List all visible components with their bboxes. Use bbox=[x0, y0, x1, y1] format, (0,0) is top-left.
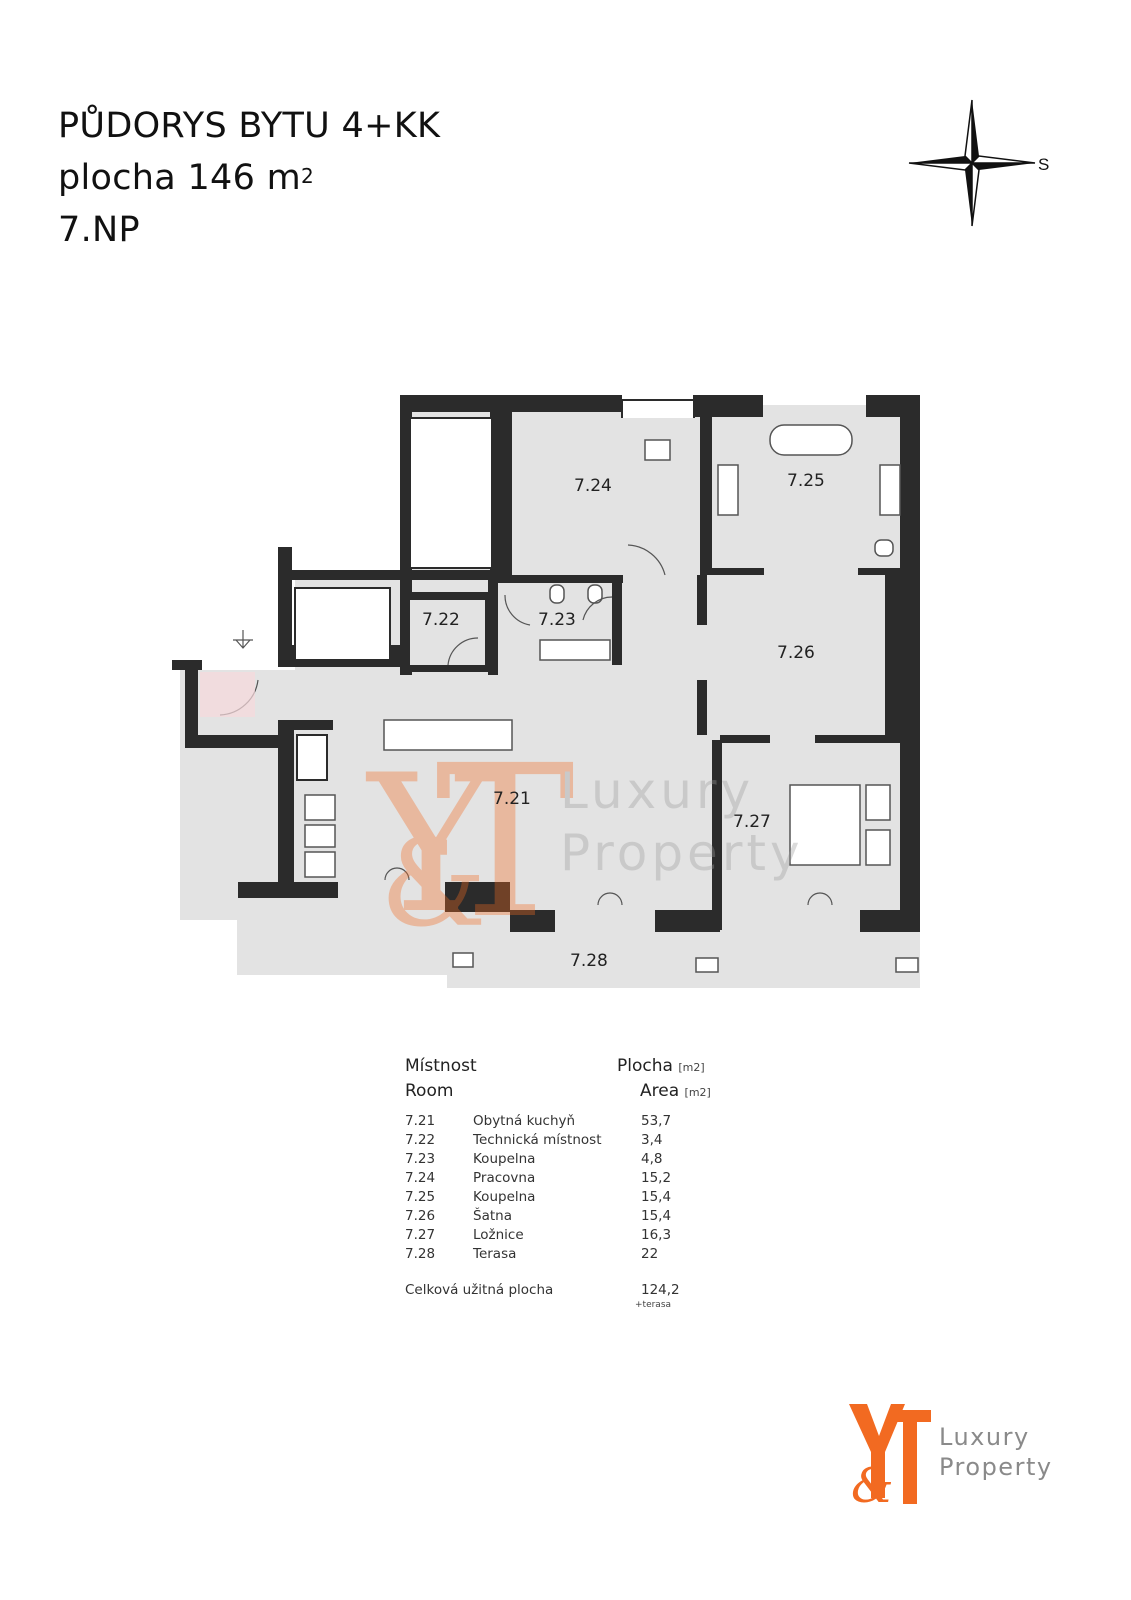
logo-line-1: Luxury bbox=[939, 1423, 1030, 1451]
compass-rose-icon: S bbox=[908, 99, 1049, 227]
legend-total: Celková užitná plocha 124,2 bbox=[405, 1282, 745, 1298]
page-title: PŮDORYS BYTU 4+KK bbox=[58, 106, 441, 146]
room-number: 7.25 bbox=[405, 1189, 436, 1205]
legend-header-room-en: Room bbox=[405, 1081, 454, 1101]
room-name: Obytná kuchyň bbox=[473, 1113, 576, 1129]
room-area: 4,8 bbox=[641, 1151, 663, 1167]
logo-line-2: Property bbox=[939, 1453, 1053, 1481]
company-logo: & Luxury Property bbox=[845, 1400, 1075, 1510]
legend-area-cs-text: Plocha bbox=[617, 1056, 673, 1076]
room-area: 22 bbox=[641, 1246, 659, 1262]
entrance-marker bbox=[233, 630, 253, 649]
total-area-text: plocha 146 m bbox=[58, 158, 301, 198]
legend-header-room-cs: Místnost bbox=[405, 1056, 477, 1076]
legend-header-area-en: Area [m2] bbox=[640, 1081, 711, 1101]
svg-text:Y: Y bbox=[365, 734, 496, 955]
room-label-7-26: 7.26 bbox=[777, 643, 815, 663]
room-name: Pracovna bbox=[473, 1170, 536, 1186]
room-label-7-27: 7.27 bbox=[733, 812, 771, 832]
floor-label: 7.NP bbox=[58, 210, 140, 250]
total-area-heading: plocha 146 m2 bbox=[58, 152, 440, 204]
room-area: 53,7 bbox=[641, 1113, 672, 1129]
watermark-line-1: Luxury bbox=[560, 762, 754, 820]
room-number: 7.26 bbox=[405, 1208, 436, 1224]
room-number: 7.28 bbox=[405, 1246, 436, 1262]
room-label-7-23: 7.23 bbox=[538, 610, 576, 630]
room-number: 7.21 bbox=[405, 1113, 436, 1129]
svg-text:&: & bbox=[851, 1458, 894, 1510]
room-name: Koupelna bbox=[473, 1189, 536, 1205]
room-label-7-28: 7.28 bbox=[570, 951, 608, 971]
svg-text:T: T bbox=[435, 720, 575, 965]
furniture bbox=[304, 424, 919, 973]
room-area: 3,4 bbox=[641, 1132, 663, 1148]
logo-text: Luxury Property bbox=[939, 1422, 1053, 1482]
room-area: 15,4 bbox=[641, 1208, 672, 1224]
floor-plan: Y T & Luxury Property 7.21 7.22 7.23 7.2… bbox=[172, 395, 920, 988]
area-superscript: 2 bbox=[300, 164, 315, 188]
total-label: Celková užitná plocha bbox=[405, 1282, 554, 1298]
room-number: 7.22 bbox=[405, 1132, 436, 1148]
watermark-line-2: Property bbox=[560, 824, 804, 882]
total-note: +terasa bbox=[635, 1300, 672, 1310]
plan-watermark: Y T & Luxury Property bbox=[365, 720, 804, 965]
logo-monogram-icon: & bbox=[849, 1404, 931, 1510]
room-area: 15,4 bbox=[641, 1189, 672, 1205]
room-label-7-22: 7.22 bbox=[422, 610, 460, 630]
room-label-7-21: 7.21 bbox=[493, 789, 531, 809]
legend-area-en-text: Area bbox=[640, 1081, 680, 1101]
room-label-7-24: 7.24 bbox=[574, 476, 612, 496]
room-name: Terasa bbox=[473, 1246, 517, 1262]
room-number: 7.27 bbox=[405, 1227, 436, 1243]
room-area: 16,3 bbox=[641, 1227, 672, 1243]
compass-south-label: S bbox=[1038, 155, 1049, 174]
title-block: PŮDORYS BYTU 4+KK plocha 146 m2 7.NP bbox=[58, 100, 440, 256]
room-label-7-25: 7.25 bbox=[787, 471, 825, 491]
room-number: 7.24 bbox=[405, 1170, 436, 1186]
room-name: Ložnice bbox=[473, 1227, 524, 1243]
total-value: 124,2 bbox=[641, 1282, 680, 1298]
legend-header-area-cs: Plocha [m2] bbox=[617, 1056, 705, 1076]
room-name: Koupelna bbox=[473, 1151, 536, 1167]
legend-unit: [m2] bbox=[678, 1061, 705, 1074]
room-number: 7.23 bbox=[405, 1151, 436, 1167]
room-name: Šatna bbox=[473, 1208, 512, 1224]
legend-unit-en: [m2] bbox=[684, 1086, 711, 1099]
svg-text:&: & bbox=[380, 815, 487, 954]
room-name: Technická místnost bbox=[473, 1132, 602, 1148]
room-area: 15,2 bbox=[641, 1170, 672, 1186]
